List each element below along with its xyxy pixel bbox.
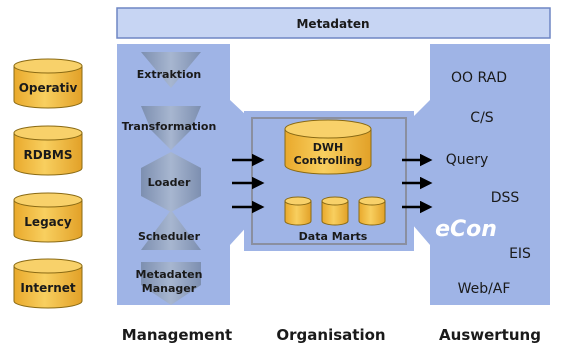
- auswertung-panel: [400, 44, 550, 305]
- dwh-label: DWH: [313, 141, 343, 154]
- metadaten-bar-label: Metadaten: [296, 17, 369, 31]
- source-internet-label: Internet: [20, 281, 75, 295]
- stage-extraktion-label: Extraktion: [137, 68, 201, 81]
- extraktion-shape: [141, 52, 201, 88]
- stage-loader-label: Loader: [148, 176, 191, 189]
- metadaten-bar: [116, 7, 551, 39]
- auswertung-web-af-label: Web/AF: [458, 281, 511, 297]
- bottom-label-organisation: Organisation: [276, 326, 385, 344]
- stage-metadaten-label: Metadaten: [136, 268, 203, 281]
- source-operativ-cylinder: [13, 58, 83, 109]
- data-mart-cylinder-1: [284, 196, 312, 226]
- source-rdbms-cylinder: [13, 125, 83, 176]
- source-internet-cylinder: [13, 258, 83, 309]
- data-marts-label: Data Marts: [299, 230, 368, 243]
- controlling-label: Controlling: [294, 154, 363, 167]
- scheduler-shape: [141, 210, 201, 250]
- auswertung-query-label: Query: [446, 152, 489, 168]
- source-operativ-label: Operativ: [19, 81, 78, 95]
- data-mart-cylinder-2: [321, 196, 349, 226]
- source-rdbms-label: RDBMS: [24, 148, 73, 162]
- auswertung-cs-label: C/S: [470, 110, 493, 126]
- bottom-label-management: Management: [122, 326, 232, 344]
- loader-shape: [141, 152, 201, 212]
- bottom-label-auswertung: Auswertung: [439, 326, 541, 344]
- auswertung-econ-label: eCon: [435, 217, 497, 242]
- stage-transformation-label: Transformation: [122, 120, 217, 133]
- transformation-shape-lower: [151, 130, 191, 150]
- source-legacy-label: Legacy: [24, 215, 72, 229]
- auswertung-eis-label: EIS: [509, 246, 531, 262]
- auswertung-oo-rad-label: OO RAD: [451, 70, 507, 86]
- stage-manager-label: Manager: [142, 282, 197, 295]
- stage-scheduler-label: Scheduler: [138, 230, 201, 243]
- dwh-controlling-cylinder: [284, 119, 372, 175]
- auswertung-dss-label: DSS: [491, 190, 520, 206]
- data-mart-cylinder-3: [358, 196, 386, 226]
- source-legacy-cylinder: [13, 192, 83, 243]
- metadaten-manager-shape: [141, 262, 201, 305]
- transformation-shape: [141, 106, 201, 130]
